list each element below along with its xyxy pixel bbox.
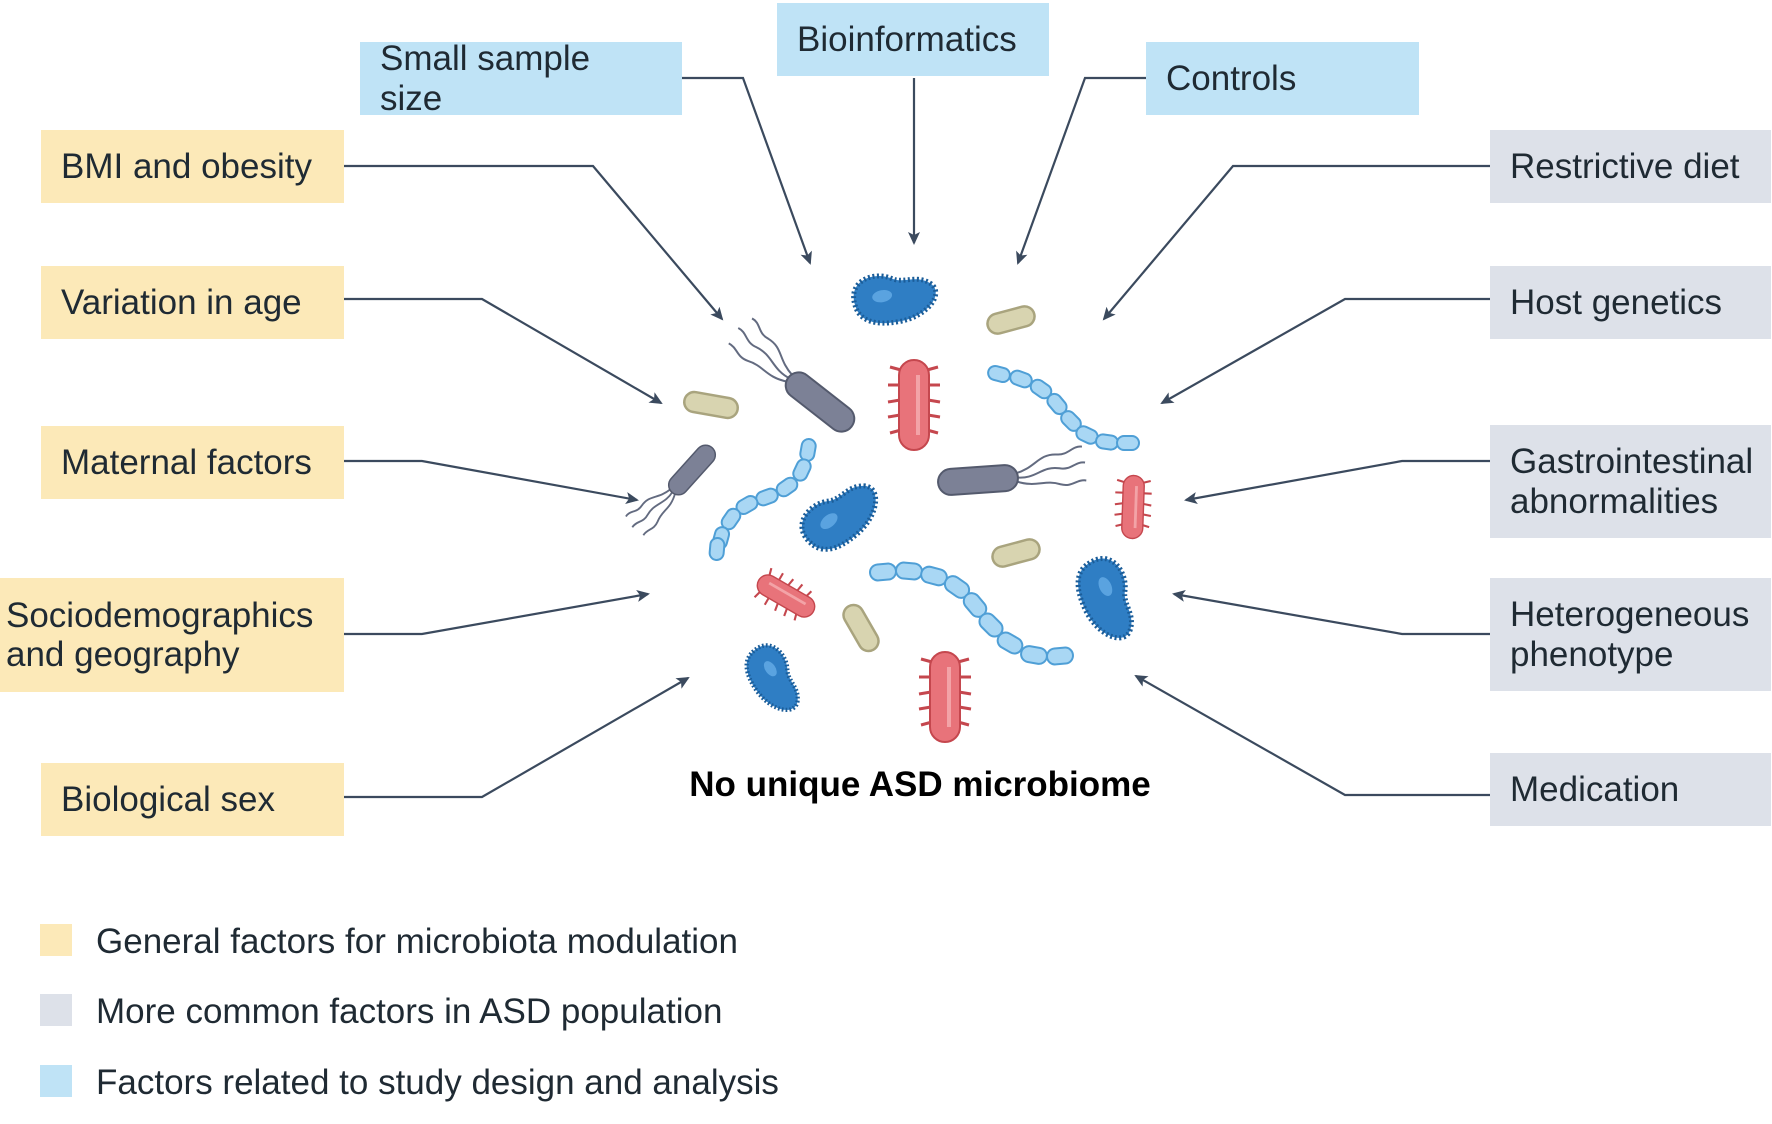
arrow-biological-sex: [344, 676, 690, 799]
arrow-gastrointestinal: [1184, 459, 1490, 504]
factor-biological-sex: Biological sex: [41, 763, 344, 836]
factor-label-line-1: Heterogeneous: [1510, 595, 1750, 635]
factor-host-genetics: Host genetics: [1490, 266, 1771, 339]
legend-item-design: Factors related to study design and anal…: [40, 1063, 940, 1103]
legend-swatch-common: [40, 994, 72, 1026]
arrow-age: [344, 297, 663, 405]
arrow-sociodemographics: [344, 590, 650, 636]
arrow-bmi: [344, 164, 724, 321]
factor-variation-in-age: Variation in age: [41, 266, 344, 339]
blue-bacterium-icon: [799, 483, 879, 552]
arrow-host-genetics: [1160, 297, 1490, 404]
light-blue-chain-icon: [708, 438, 817, 561]
arrow-small-sample-size: [682, 76, 812, 265]
beige-rod-icon: [683, 305, 1041, 653]
factor-sociodemographics-and-geography: Sociodemographics and geography: [0, 578, 344, 692]
blue-bacterium-icon: [744, 643, 800, 713]
factor-label: Variation in age: [61, 282, 302, 322]
factor-label: Restrictive diet: [1510, 146, 1740, 186]
factor-label-line-2: phenotype: [1510, 634, 1674, 674]
factor-label-line-2: and geography: [6, 635, 240, 674]
factor-label-line-1: Sociodemographics: [6, 595, 314, 635]
factor-label: Small sample size: [380, 39, 591, 118]
factor-controls: Controls: [1146, 42, 1419, 115]
center-label: No unique ASD microbiome: [689, 765, 1151, 804]
grey-flagellated-bacterium-icon: [728, 317, 856, 433]
legend-label: More common factors in ASD population: [96, 992, 723, 1031]
arrow-controls: [1016, 76, 1146, 265]
factor-medication: Medication: [1490, 753, 1771, 826]
legend-swatch-design: [40, 1065, 72, 1097]
factor-label: Controls: [1166, 58, 1297, 98]
arrow-heterogeneous: [1172, 589, 1490, 636]
arrow-medication: [1134, 675, 1490, 797]
arrow-restrictive-diet: [1102, 164, 1490, 321]
factor-maternal-factors: Maternal factors: [41, 426, 344, 499]
red-bacterium-icon: [887, 359, 941, 451]
legend-label: General factors for microbiota modulatio…: [96, 922, 738, 961]
microbiome-cluster: [625, 273, 1152, 743]
light-blue-chain-icon: [987, 364, 1140, 451]
grey-flagellated-bacterium-icon: [625, 444, 717, 536]
factor-gastrointestinal-abnormalities: Gastrointestinal abnormalities: [1490, 425, 1771, 538]
factor-label: Biological sex: [61, 779, 275, 819]
red-bacterium-icon: [918, 651, 972, 743]
legend-label: Factors related to study design and anal…: [96, 1063, 779, 1102]
factor-restrictive-diet: Restrictive diet: [1490, 130, 1771, 203]
factor-bioinformatics: Bioinformatics: [777, 3, 1049, 76]
grey-flagellated-bacterium-icon: [937, 445, 1087, 496]
factor-label: Medication: [1510, 769, 1680, 809]
factor-label: Host genetics: [1510, 282, 1723, 322]
legend-item-general: General factors for microbiota modulatio…: [40, 922, 940, 962]
factor-heterogeneous-phenotype: Heterogeneous phenotype: [1490, 578, 1771, 691]
factor-label: Bioinformatics: [797, 19, 1017, 59]
factor-bmi-and-obesity: BMI and obesity: [41, 130, 344, 203]
blue-bacterium-icon: [1075, 556, 1134, 641]
factor-label: Maternal factors: [61, 442, 312, 482]
legend-item-common: More common factors in ASD population: [40, 992, 940, 1032]
factor-label: BMI and obesity: [61, 146, 312, 186]
legend-swatch-general: [40, 924, 72, 956]
red-bacterium-icon: [753, 567, 816, 621]
factor-label-line-1: Gastrointestinal: [1510, 442, 1754, 482]
factor-small-sample-size: Small sample size: [360, 39, 682, 118]
light-blue-chain-icon: [869, 561, 1074, 666]
blue-bacterium-icon: [851, 273, 939, 326]
factor-label-line-2: abnormalities: [1510, 481, 1719, 521]
arrow-maternal: [344, 459, 639, 504]
red-bacterium-icon: [1114, 474, 1152, 540]
